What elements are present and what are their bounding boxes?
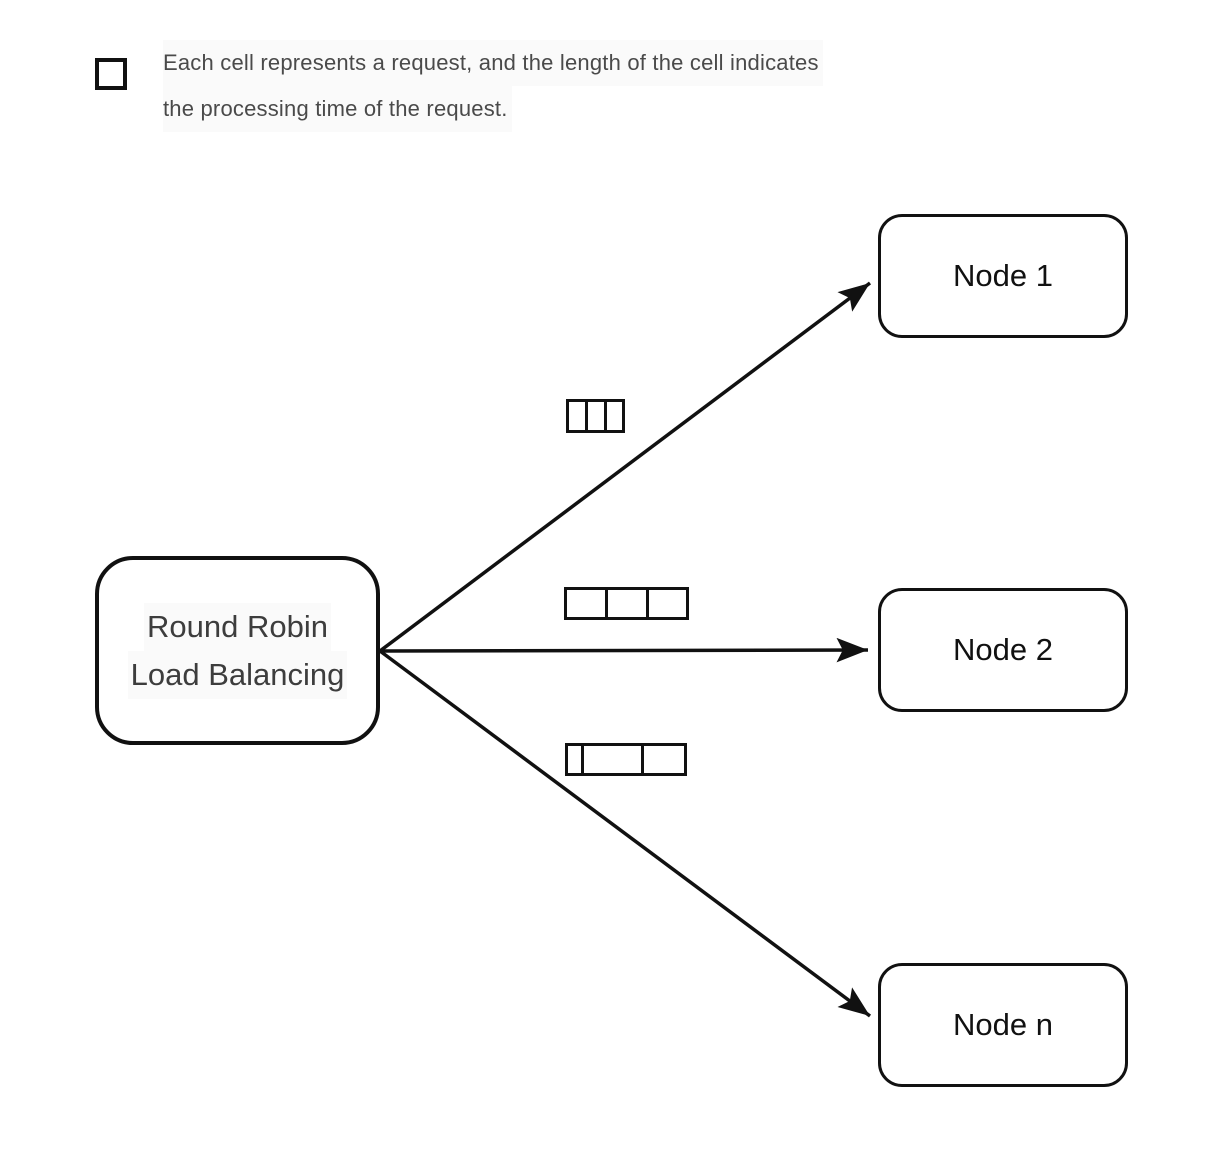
- request-cell: [649, 590, 686, 617]
- request-cells-node-1: [566, 399, 625, 433]
- node-2-box: Node 2: [878, 588, 1128, 712]
- node-1-box: Node 1: [878, 214, 1128, 338]
- request-cell: [584, 746, 641, 773]
- request-cell: [607, 402, 622, 430]
- node-n-label: Node n: [953, 1007, 1053, 1042]
- request-cell: [608, 590, 646, 617]
- legend-caption-line-1: Each cell represents a request, and the …: [163, 40, 823, 86]
- node-n-box: Node n: [878, 963, 1128, 1087]
- node-1-label: Node 1: [953, 258, 1053, 293]
- arrow-to-node-n: [378, 649, 872, 1018]
- request-cells-node-n: [565, 743, 687, 776]
- request-cell: [568, 746, 581, 773]
- load-balancer-label-line-1: Round Robin: [144, 602, 331, 651]
- request-cells-node-2: [564, 587, 689, 620]
- cell-square-icon: [95, 58, 127, 90]
- load-balancer-box: Round Robin Load Balancing: [95, 556, 380, 745]
- request-cell: [644, 746, 684, 773]
- request-cell: [567, 590, 605, 617]
- arrow-to-node-2: [379, 637, 869, 663]
- load-balancer-label-line-2: Load Balancing: [127, 650, 348, 699]
- node-2-label: Node 2: [953, 632, 1053, 667]
- request-cell: [569, 402, 585, 430]
- legend-caption: Each cell represents a request, and the …: [163, 40, 823, 132]
- request-cell: [588, 402, 604, 430]
- legend-caption-line-2: the processing time of the request.: [163, 86, 512, 132]
